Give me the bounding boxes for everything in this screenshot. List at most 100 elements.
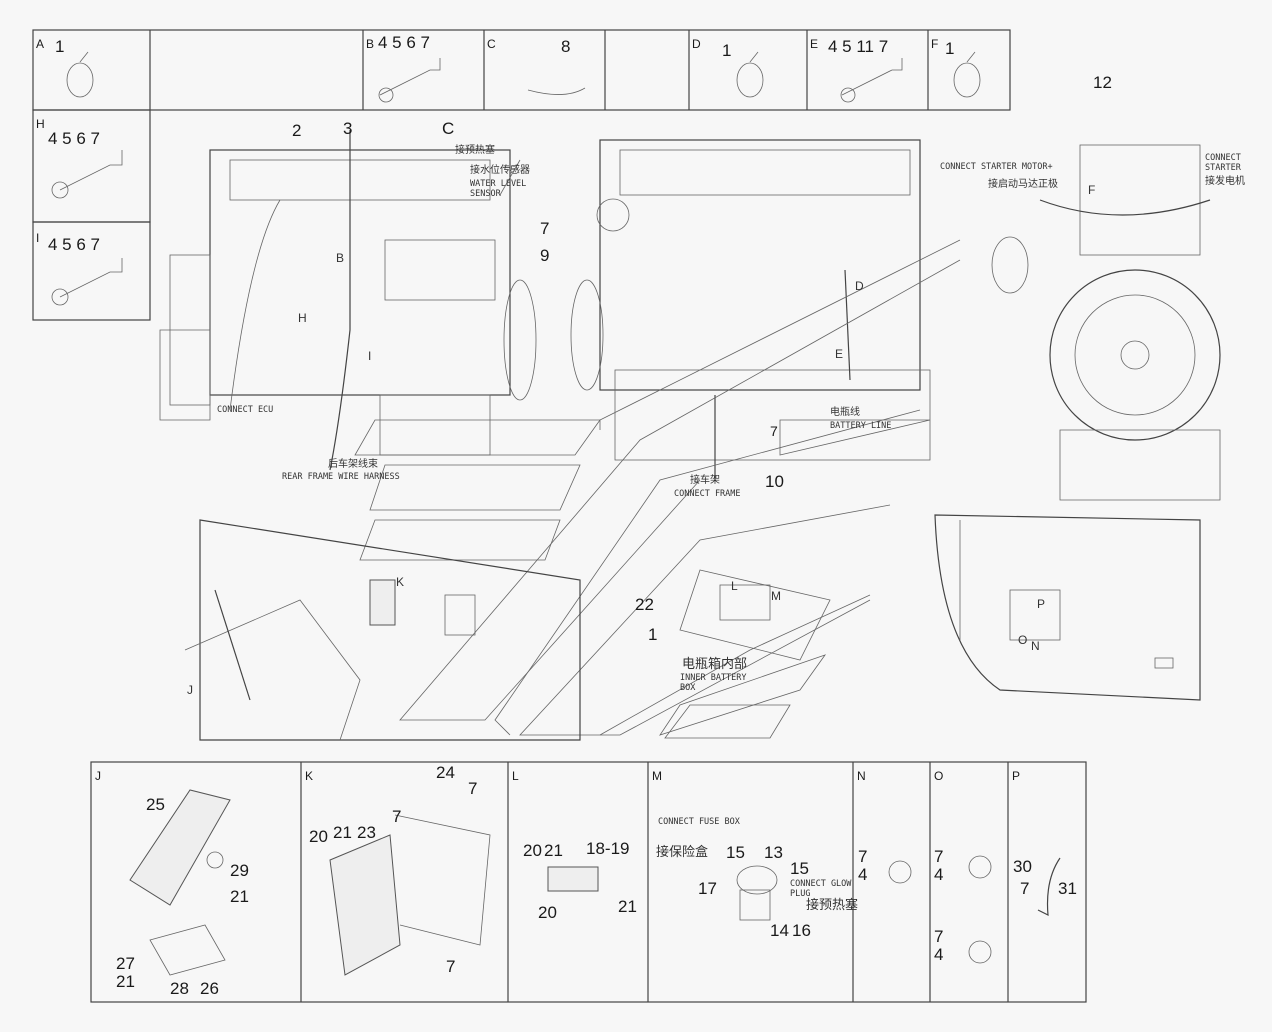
battery-box-view [679,569,831,661]
callout-number: 4 [934,945,944,964]
note-starter-motor-cn: 接启动马达正极 [988,179,1058,190]
part-number-label: 4 5 6 7 [48,129,100,148]
cell-letter: K [305,769,314,783]
cell-letter: I [36,231,40,245]
note-connect-starter-en: CONNECT STARTER [1205,153,1241,173]
cab-view [184,519,581,741]
callout-number: 20 [538,903,557,922]
callout-number: 15 [790,859,809,878]
callout-number: 21 [618,897,637,916]
callout-number: 4 [858,865,868,884]
cell-letter: B [366,37,375,51]
callout-number: 21 [230,887,249,906]
callout-number: 7 [392,807,402,826]
callout-number: 24 [436,763,455,782]
top-detail-strip [32,29,1011,321]
callout-number: 20 [309,827,328,846]
part-number-label: 1 [55,37,65,56]
cell-letter: D [692,37,701,51]
callout-number: 7 [858,847,868,866]
callout-number: 26 [200,979,219,998]
part-number-label: 4 5 11 7 [828,37,889,56]
cell-letter: P [1012,769,1021,783]
cell-letter: H [36,117,45,131]
callout-number: 17 [698,879,717,898]
note-fuse-box-en: CONNECT FUSE BOX [658,817,740,827]
bottom-detail-strip [90,761,1087,1003]
callout-number: 2 [292,121,302,140]
note-water-level-cn: 接水位传感器 [470,165,530,176]
view-marker: I [368,349,372,363]
view-marker: M [771,589,781,603]
callout-number: 4 [934,865,944,884]
note-connect-frame-cn: 接车架 [690,475,720,486]
callout-number: 7 [770,423,778,439]
callout-number: 23 [357,823,376,842]
part-number-label: 1 [945,39,955,58]
part-number-label: 4 5 6 7 [48,235,100,254]
callout-number: 31 [1058,879,1077,898]
callout-number: 14 [770,921,789,940]
callout-number: 21 [544,841,563,860]
engine-left-view [159,130,537,471]
callout-number: 21 [116,972,135,991]
note-glow-plug-cn: 接预热塞 [806,898,859,913]
callout-number: 28 [170,979,189,998]
callout-number: 20 [523,841,542,860]
callout-number: 10 [765,472,784,491]
callout-number: 29 [230,861,249,880]
note-connect-frame-en: CONNECT FRAME [674,489,741,499]
callout-number: 27 [116,954,135,973]
callout-number: 30 [1013,857,1032,876]
cell-letter: E [810,37,819,51]
note-rear-frame-cn: 后车架线束 [328,459,378,470]
callout-number: 1 [648,625,658,644]
engine-rear-view [991,144,1221,501]
engine-front-view [570,139,931,480]
note-inner-battery-cn: 电瓶箱内部 [682,657,748,672]
callout-number: 7 [1020,879,1030,898]
note-fuse-box-cn: 接保险盒 [656,845,709,860]
callout-number: 7 [934,847,944,866]
view-marker: E [835,347,844,361]
callout-number: 21 [333,823,352,842]
callout-number: 7 [468,779,478,798]
view-marker: J [187,683,193,697]
note-water-level-en: WATER LEVEL SENSOR [470,179,527,199]
view-marker: L [731,579,738,593]
note-battery-cn: 电瓶线 [830,407,860,418]
cell-letter: O [934,769,944,783]
callout-number: 15 [726,843,745,862]
view-marker: H [298,311,307,325]
chassis-view [934,514,1201,701]
note-rear-frame-en: REAR FRAME WIRE HARNESS [282,472,400,482]
cell-letter: J [95,769,101,783]
note-preheat-cn: 接预热塞 [455,145,495,156]
callout-number: 7 [934,927,944,946]
callout-number: 18-19 [586,839,630,858]
callout-number: 16 [792,921,811,940]
harness-ribbons [354,239,961,739]
view-marker: K [396,575,405,589]
callout-number: 22 [635,595,654,614]
view-marker: D [855,279,864,293]
cell-letter: C [487,37,496,51]
note-starter-motor-en: CONNECT STARTER MOTOR+ [940,162,1053,172]
note-inner-battery-en: INNER BATTERY BOX [680,673,747,693]
view-marker: B [336,251,345,265]
cell-letter: L [512,769,519,783]
note-glow-plug-en: CONNECT GLOW PLUG [790,879,852,899]
cell-letter: M [652,769,662,783]
callout-number: C [442,119,455,138]
part-number-label: 4 5 6 7 [378,33,430,52]
part-number-label: 8 [561,37,571,56]
view-marker: O [1018,633,1028,647]
callout-number: 12 [1093,73,1112,92]
callout-number: 9 [540,246,550,265]
note-connect-ecu: CONNECT ECU [217,405,274,415]
view-marker: P [1037,597,1046,611]
callout-number: 13 [764,843,783,862]
note-battery-en: BATTERY LINE [830,421,892,431]
